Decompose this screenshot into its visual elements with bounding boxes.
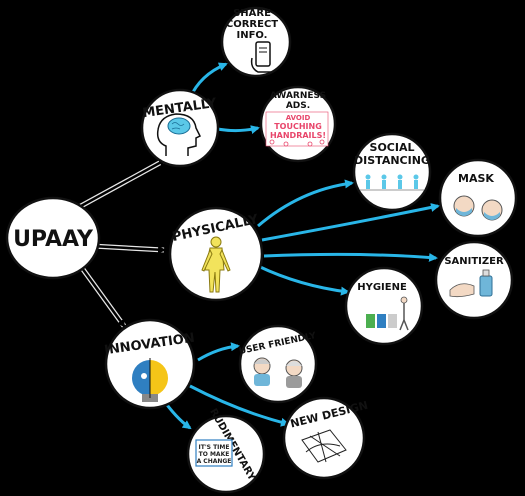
poster-line2: TOUCHING xyxy=(274,122,322,131)
social-line1: SOCIAL xyxy=(370,141,415,154)
connectors xyxy=(68,62,440,430)
awareness-line2: ADS. xyxy=(286,101,310,111)
sign-line1: IT'S TIME xyxy=(199,444,230,451)
social-line2: DISTANCING xyxy=(354,154,430,167)
head-brain-icon xyxy=(156,113,202,156)
share-line1: SHARE xyxy=(233,8,271,19)
connector-innovation-userfriendly xyxy=(197,342,240,362)
sign-line2: TO MAKE xyxy=(199,451,230,458)
leaf-social-distancing: SOCIAL DISTANCING xyxy=(352,132,432,212)
leaf-share-correct-info: SHARE CORRECT INFO. xyxy=(220,6,292,78)
leaf-new-design: NEW DESIGN xyxy=(282,396,369,480)
change-sign-icon: IT'S TIME TO MAKE A CHANGE xyxy=(195,439,233,467)
share-line2: CORRECT xyxy=(226,19,278,30)
connector-physically-sanitizer xyxy=(263,252,438,262)
design-sketch-icon xyxy=(301,429,347,463)
mentally-node: MENTALLY xyxy=(140,88,220,168)
poster-line3: HANDRAILS! xyxy=(270,131,326,140)
connector-physically-social xyxy=(257,179,354,228)
physically-node: PHYSICALLY xyxy=(168,206,264,302)
phone-hand-icon xyxy=(250,41,272,73)
leaf-hygiene: HYGIENE xyxy=(344,266,424,346)
hygiene-label: HYGIENE xyxy=(357,282,407,293)
sanitizer-label: SANITIZER xyxy=(444,256,504,267)
people-distancing-icon xyxy=(360,174,424,191)
leaf-sanitizer: SANITIZER xyxy=(434,240,514,320)
poster-doodles-icon xyxy=(269,139,325,147)
connector-root-physically xyxy=(91,244,166,254)
mask-label: MASK xyxy=(458,172,494,185)
awareness-line1: AWARNESS xyxy=(270,91,326,101)
connector-root-innovation xyxy=(80,267,126,328)
root-label: UPAAY xyxy=(13,227,94,252)
connector-physically-mask xyxy=(261,202,440,242)
lightbulb-puzzle-icon xyxy=(132,358,168,402)
leaf-mask: MASK xyxy=(438,158,518,238)
sign-line3: A CHANGE xyxy=(197,458,232,465)
human-body-icon xyxy=(201,236,231,293)
poster-line1: AVOID xyxy=(286,114,311,122)
innovation-node: INNOVATION xyxy=(103,318,196,410)
root-node: UPAAY xyxy=(5,196,101,280)
elderly-people-icon xyxy=(253,357,303,388)
leaf-rudimentary: RUDIMENTARY IT'S TIME TO MAKE A CHANGE xyxy=(186,407,266,494)
sanitizer-hands-icon xyxy=(449,269,493,298)
connector-root-mentally xyxy=(69,158,167,214)
waste-bins-icon xyxy=(366,296,409,331)
connector-innovation-newdesign xyxy=(189,384,290,427)
share-line3: INFO. xyxy=(236,30,267,41)
connector-physically-hygiene xyxy=(257,264,350,296)
masked-faces-icon xyxy=(453,195,503,221)
leaf-user-friendly: USER FRIENDLY xyxy=(238,324,317,404)
leaf-awareness-ads: AWARNESS ADS. AVOID TOUCHING HANDRAILS! xyxy=(259,85,337,163)
awareness-poster: AVOID TOUCHING HANDRAILS! xyxy=(265,111,329,147)
